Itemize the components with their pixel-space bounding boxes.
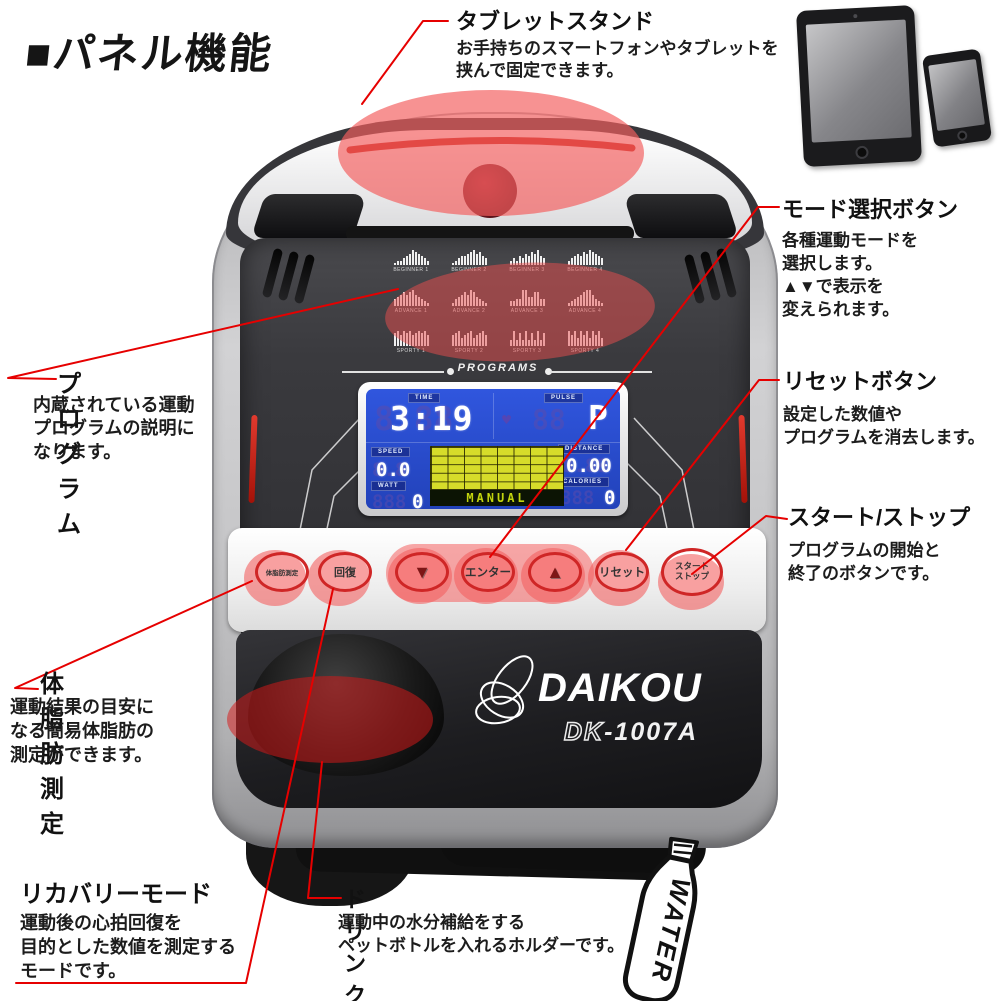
lcd-screen: TIME 8:88 3:19 ♥ PULSE 88 P SPEED 8.8 0.… xyxy=(366,389,620,509)
speed-value: 0.0 xyxy=(376,459,411,481)
model-number: DK-1007A xyxy=(563,717,699,747)
mode-value: MANUAL xyxy=(466,491,528,505)
callout-body: 内蔵されている運動 プログラムの説明に なります。 xyxy=(33,395,195,462)
stop-label: ストップ xyxy=(674,571,709,581)
callout-recovery: リカバリーモード 運動後の心拍回復を 目的とした数値を測定する モードです。 xyxy=(20,874,236,983)
tablet-stand-bracket-right xyxy=(622,194,740,238)
caption-line-right xyxy=(550,371,652,373)
callout-heading: リカバリーモード xyxy=(20,881,212,908)
callout-body: 運動中の水分補給をする ペットボトルを入れるホルダーです。 xyxy=(338,913,625,955)
mode-band: MANUAL xyxy=(430,490,564,506)
tablet-screen xyxy=(805,19,912,143)
callout-body: 運動後の心拍回復を 目的とした数値を測定する モードです。 xyxy=(20,913,236,981)
callout-reset: リセットボタン 設定した数値や プログラムを消去します。 xyxy=(783,364,985,450)
callout-heading: 体脂肪測定 xyxy=(40,671,64,838)
pulse-value: P xyxy=(588,398,608,437)
recovery-button[interactable]: 回復 xyxy=(318,552,372,592)
callout-start-stop: スタート/ストップ プログラムの開始と 終了のボタンです。 xyxy=(788,500,970,586)
distance-label: DISTANCE xyxy=(558,444,611,454)
drink-holder-highlight xyxy=(227,676,433,763)
watt-value: 0 xyxy=(412,491,424,509)
model-prefix: DK xyxy=(563,717,605,747)
home-button-icon xyxy=(855,145,869,160)
heart-icon: ♥ xyxy=(502,411,512,429)
tablet-stand-highlight xyxy=(338,90,644,216)
time-value: 3:19 xyxy=(390,399,474,438)
callout-body: プログラムの開始と 終了のボタンです。 xyxy=(788,541,941,583)
callout-body: 各種運動モードを 選択します。 ▲▼で表示を 変えられます。 xyxy=(782,231,918,319)
smartphone-image xyxy=(921,48,993,148)
phone-screen xyxy=(928,59,985,132)
camera-dot-icon xyxy=(853,13,858,19)
callout-heading: スタート/ストップ xyxy=(788,505,971,530)
program-glyph: BEGINNER 1 xyxy=(388,248,434,283)
enter-button[interactable]: エンター xyxy=(461,552,515,592)
watt-ghost: 888 xyxy=(372,491,407,509)
page-title: ■パネル機能 xyxy=(23,30,276,77)
callout-heading: ドリンクホルダー xyxy=(344,887,367,1001)
speed-ghost: 8.8 xyxy=(372,459,407,481)
callout-body: お手持ちのスマートフォンやタブレットを 挟んで固定できます。 xyxy=(456,39,779,81)
distance-value: 0.00 xyxy=(566,455,612,477)
time-label: TIME xyxy=(408,393,441,403)
callout-mode-select: モード選択ボタン 各種運動モードを 選択します。 ▲▼で表示を 変えられます。 xyxy=(782,192,958,322)
model-suffix: -1007A xyxy=(604,718,699,746)
callout-heading: リセットボタン xyxy=(783,369,938,394)
up-arrow-button[interactable]: ▲ xyxy=(528,552,582,592)
brand-logo: DAIKOU xyxy=(538,666,702,710)
callout-heading: モード選択ボタン xyxy=(782,197,959,222)
calories-ghost: 888 xyxy=(560,487,595,509)
caption-dot-left xyxy=(447,368,454,375)
program-matrix xyxy=(430,446,564,490)
calories-value: 0 xyxy=(604,487,616,509)
callout-heading: タブレットスタンド xyxy=(456,9,655,34)
start-stop-button[interactable]: スタート ストップ xyxy=(661,548,723,596)
callout-body: 運動結果の目安に なる簡易体脂肪の 測定ができます。 xyxy=(10,697,154,765)
watt-label: WATT xyxy=(371,481,406,491)
pulse-label: PULSE xyxy=(544,393,584,403)
time-ghost: 8:88 xyxy=(374,399,454,438)
tablet-image xyxy=(795,5,923,167)
home-button-icon xyxy=(956,129,968,142)
down-arrow-button[interactable]: ▼ xyxy=(395,552,449,592)
body-fat-button[interactable]: 体脂肪測定 xyxy=(255,552,309,592)
callout-tablet-stand: タブレットスタンド お手持ちのスマートフォンやタブレットを 挟んで固定できます。 xyxy=(456,4,779,83)
speed-label: SPEED xyxy=(371,447,411,457)
reset-button[interactable]: リセット xyxy=(595,552,649,592)
callout-body: 設定した数値や プログラムを消去します。 xyxy=(783,405,985,447)
water-bottle-illustration: WATER xyxy=(601,827,734,1001)
callout-heading: プログラム xyxy=(57,371,81,538)
pulse-ghost: 88 xyxy=(532,403,566,436)
